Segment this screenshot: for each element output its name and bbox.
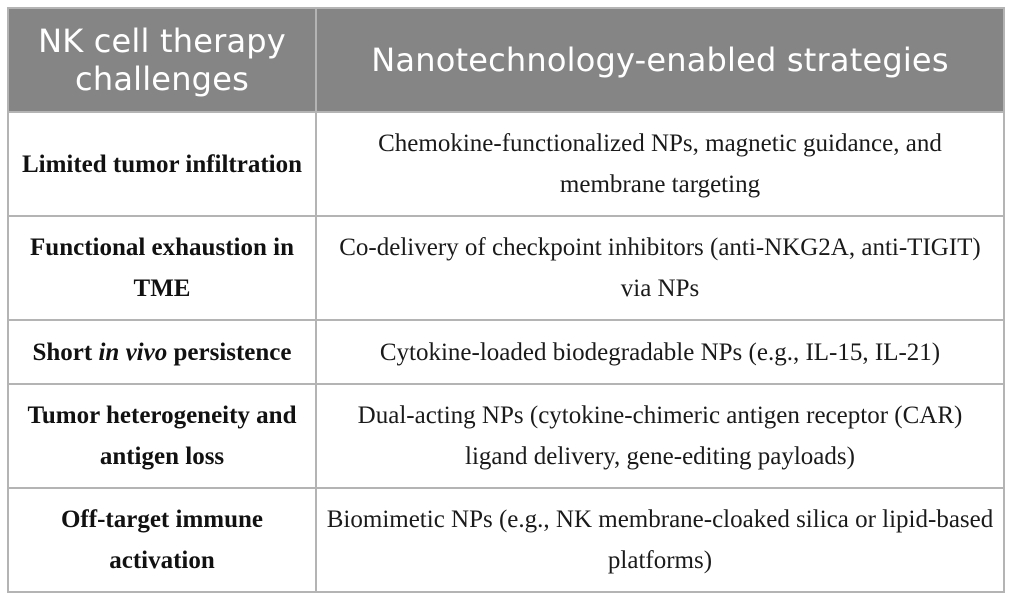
table-row: Off-target immune activation Biomimetic … <box>7 487 1005 593</box>
table-row: Limited tumor infiltration Chemokine-fun… <box>7 111 1005 217</box>
challenge-cell: Short in vivo persistence <box>7 319 317 385</box>
header-row: NK cell therapy challenges Nanotechnolog… <box>7 7 1005 113</box>
strategies-table: NK cell therapy challenges Nanotechnolog… <box>7 7 1005 593</box>
table-row: Short in vivo persistence Cytokine-loade… <box>7 319 1005 385</box>
table-header: NK cell therapy challenges Nanotechnolog… <box>7 7 1005 113</box>
challenge-cell: Tumor heterogeneity and antigen loss <box>7 383 317 489</box>
challenge-text-prefix: Short <box>32 338 99 366</box>
header-strategies: Nanotechnology-enabled strategies <box>315 7 1005 113</box>
header-challenges: NK cell therapy challenges <box>7 7 317 113</box>
challenge-cell: Limited tumor infiltration <box>7 111 317 217</box>
strategy-cell: Cytokine-loaded biodegradable NPs (e.g.,… <box>315 319 1005 385</box>
strategy-cell: Dual-acting NPs (cytokine-chimeric antig… <box>315 383 1005 489</box>
challenge-cell: Functional exhaustion in TME <box>7 215 317 321</box>
challenge-cell: Off-target immune activation <box>7 487 317 593</box>
challenge-text-suffix: persistence <box>167 338 292 366</box>
table-body: Limited tumor infiltration Chemokine-fun… <box>7 111 1005 593</box>
table-row: Functional exhaustion in TME Co-delivery… <box>7 215 1005 321</box>
strategy-cell: Chemokine-functionalized NPs, magnetic g… <box>315 111 1005 217</box>
strategy-cell: Biomimetic NPs (e.g., NK membrane-cloake… <box>315 487 1005 593</box>
table-row: Tumor heterogeneity and antigen loss Dua… <box>7 383 1005 489</box>
challenge-text-italic: in vivo <box>98 338 168 366</box>
strategy-cell: Co-delivery of checkpoint inhibitors (an… <box>315 215 1005 321</box>
